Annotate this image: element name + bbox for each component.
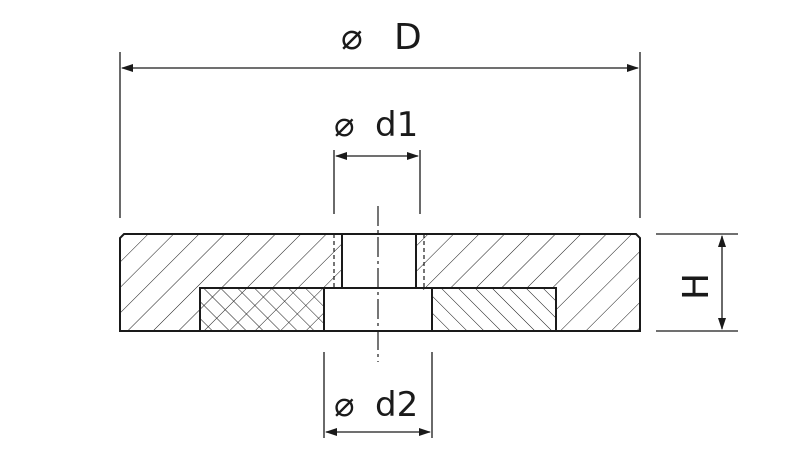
diameter-symbol: ⌀ xyxy=(341,17,363,58)
dimension-outer-diameter: ⌀ D xyxy=(119,17,641,218)
counterbore-label: d2 xyxy=(375,385,418,425)
height-label: H xyxy=(676,273,717,300)
steel-housing xyxy=(120,234,640,331)
diameter-symbol: ⌀ xyxy=(334,385,354,425)
dimension-through-hole: ⌀ d1 xyxy=(333,105,421,214)
dimension-height: H xyxy=(656,233,738,332)
part-outline xyxy=(119,233,641,332)
outer-diameter-label: D xyxy=(394,17,422,58)
dimension-counterbore: ⌀ d2 xyxy=(323,352,433,438)
diameter-symbol: ⌀ xyxy=(334,105,354,145)
magnet-insert xyxy=(200,288,556,331)
through-hole-label: d1 xyxy=(375,105,418,145)
